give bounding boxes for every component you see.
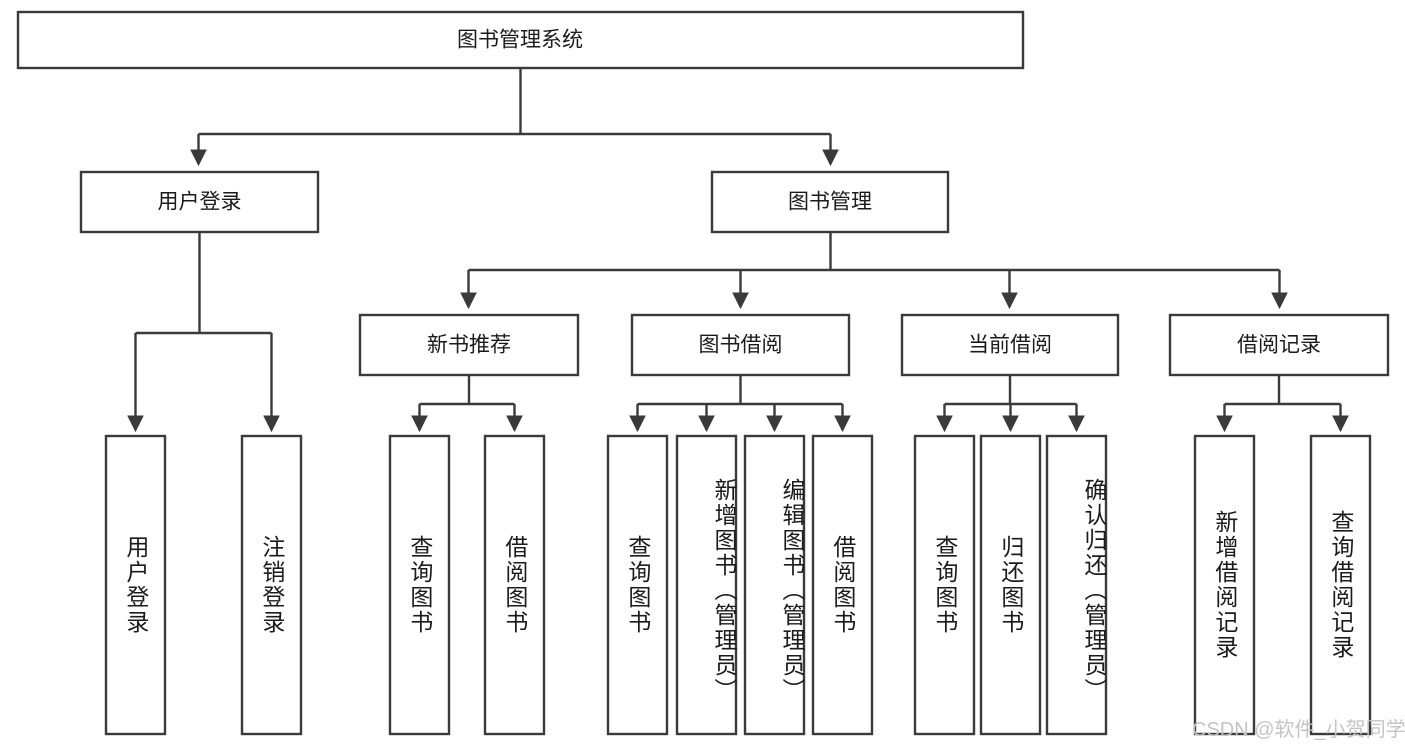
leaf-box-add-borrow-record[interactable] <box>1193 434 1256 736</box>
leaf-box-add-book-admin[interactable] <box>675 434 738 736</box>
node-book-borrow-label: 图书借阅 <box>699 334 783 357</box>
leaf-box-borrow-book-2[interactable] <box>811 434 874 736</box>
leaf-box-return-book[interactable] <box>979 434 1042 736</box>
node-book-borrow[interactable]: 图书借阅 <box>630 313 851 377</box>
node-current-borrow-label: 当前借阅 <box>968 334 1052 357</box>
node-borrow-record-label: 借阅记录 <box>1237 334 1321 357</box>
node-new-book-rec-label: 新书推荐 <box>427 334 511 357</box>
node-book-manage[interactable]: 图书管理 <box>710 170 950 234</box>
node-book-manage-label: 图书管理 <box>788 191 872 214</box>
node-borrow-record-box[interactable] <box>1168 313 1390 377</box>
leaf-box-query-book-3[interactable] <box>913 434 976 736</box>
node-current-borrow[interactable]: 当前借阅 <box>900 313 1120 377</box>
node-book-borrow-box[interactable] <box>630 313 851 377</box>
leaf-box-borrow-book-1[interactable] <box>483 434 546 736</box>
node-new-book-rec-box[interactable] <box>358 313 580 377</box>
leaf-box-logout[interactable] <box>240 434 303 736</box>
node-root-box[interactable] <box>16 10 1025 70</box>
node-root[interactable]: 图书管理系统 <box>16 10 1025 70</box>
node-user-login-label: 用户登录 <box>158 191 242 214</box>
node-root-label: 图书管理系统 <box>457 29 583 52</box>
leaf-box-query-book-2[interactable] <box>606 434 669 736</box>
leaf-box-edit-book-admin[interactable] <box>743 434 806 736</box>
node-user-login[interactable]: 用户登录 <box>79 170 320 234</box>
csdn-watermark: CSDN @软件_小贺同学 <box>1192 719 1405 741</box>
node-borrow-record[interactable]: 借阅记录 <box>1168 313 1390 377</box>
node-book-manage-box[interactable] <box>710 170 950 234</box>
node-current-borrow-box[interactable] <box>900 313 1120 377</box>
leaf-box-confirm-return-admin[interactable] <box>1045 434 1108 736</box>
leaf-box-query-book-1[interactable] <box>388 434 451 736</box>
node-new-book-rec[interactable]: 新书推荐 <box>358 313 580 377</box>
leaf-box-user-login[interactable] <box>104 434 167 736</box>
leaf-box-query-borrow-record[interactable] <box>1309 434 1372 736</box>
